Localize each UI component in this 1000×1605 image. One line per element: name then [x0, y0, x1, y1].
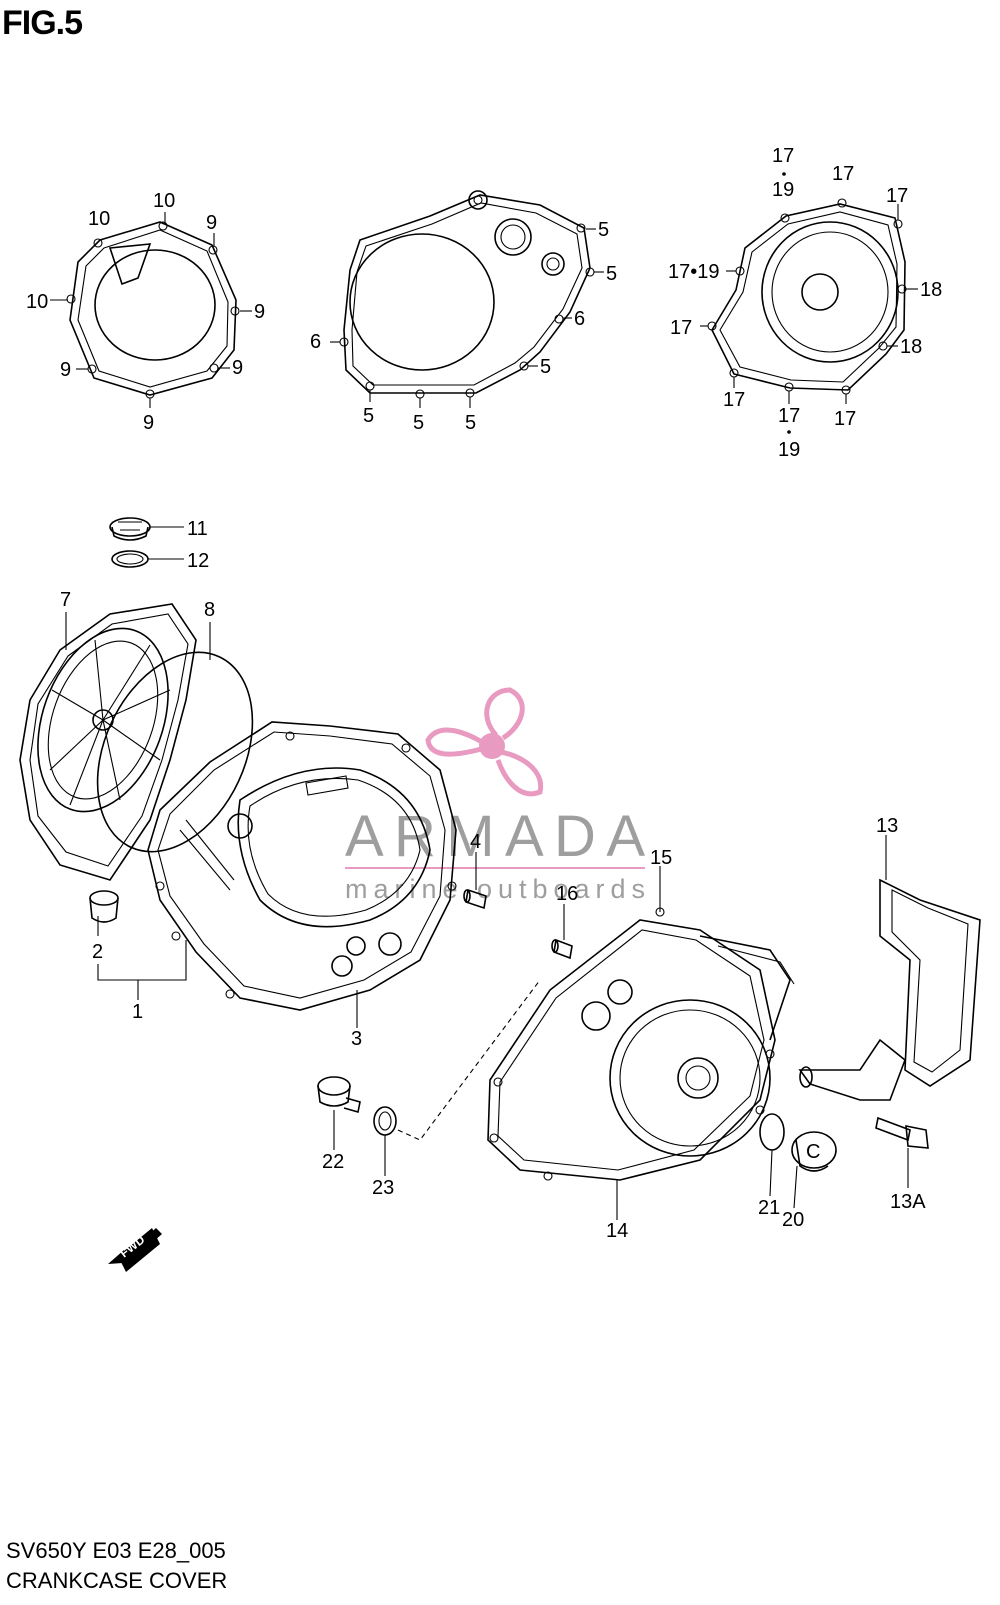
callout-13a: 13A [890, 1191, 926, 1213]
callout-19: 19 [778, 439, 800, 461]
timing-plug-part: C [791, 1131, 837, 1172]
callout-17: 17 [834, 408, 856, 430]
gasket-washer-part [373, 1106, 397, 1136]
figure-title: FIG.5 [2, 4, 83, 42]
drain-bolt-part [317, 1076, 361, 1114]
callout-14: 14 [606, 1220, 628, 1242]
o-ring-part [111, 550, 149, 568]
callout-5: 5 [540, 356, 551, 378]
callout-1: 1 [132, 1001, 143, 1023]
callout-18: 18 [900, 336, 922, 358]
callout-17: 17 [772, 145, 794, 167]
callout-17-19: 17•19 [668, 261, 720, 283]
callout-5: 5 [606, 263, 617, 285]
generator-cover-gasket [707, 198, 907, 395]
callout-18: 18 [920, 279, 942, 301]
callout-9: 9 [60, 359, 71, 381]
model-code: SV650Y E03 E28_005 [6, 1538, 226, 1563]
clutch-cover-o-ring-part [96, 651, 254, 853]
dowel-pin-part [463, 888, 487, 910]
callout-22: 22 [322, 1151, 344, 1173]
callout-13: 13 [876, 815, 898, 837]
dowel-pin-part-2 [551, 938, 573, 960]
callout-9: 9 [254, 301, 265, 323]
watermark-brand: ARMADA [345, 804, 645, 869]
callout-9: 9 [232, 357, 243, 379]
callout-8: 8 [204, 599, 215, 621]
callout-11: 11 [187, 518, 208, 540]
callout-7: 7 [60, 589, 71, 611]
callout-17: 17 [778, 405, 800, 427]
plug-part [89, 890, 119, 923]
callout-21: 21 [758, 1197, 780, 1219]
callout-10: 10 [88, 208, 110, 230]
clutch-cover-gasket [66, 221, 240, 399]
callout-5: 5 [363, 405, 374, 427]
crankcase-cover-gasket [339, 190, 595, 399]
callout-10: 10 [26, 291, 48, 313]
callout-19: 19 [772, 179, 794, 201]
callout-5: 5 [598, 219, 609, 241]
leader-lines [50, 204, 918, 1220]
callout-17: 17 [723, 389, 745, 411]
callout-12: 12 [187, 550, 209, 572]
callout-6: 6 [310, 331, 321, 353]
watermark-tagline: marine outboards [345, 874, 645, 904]
callout-4: 4 [470, 831, 481, 853]
callout-17: 17 [832, 163, 854, 185]
section-name: CRANKCASE COVER [6, 1568, 228, 1593]
clutch-outer-cover-part [19, 603, 197, 881]
callout-20: 20 [782, 1209, 804, 1231]
callout-17: 17 [670, 317, 692, 339]
propeller-logo-icon [425, 687, 544, 797]
callout-23: 23 [372, 1177, 394, 1199]
callout-5: 5 [465, 412, 476, 434]
bracket-bolt-part [875, 1116, 929, 1149]
callout-15: 15 [650, 847, 672, 869]
callout-labels: 10 10 10 9 9 9 9 9 5 5 6 5 6 5 5 5 17 19… [26, 145, 942, 1242]
clutch-cover-body-part [147, 721, 457, 1011]
plug-o-ring-part [759, 1113, 785, 1151]
callout-6: 6 [574, 308, 585, 330]
callout-5: 5 [413, 412, 424, 434]
bracket-part [798, 878, 981, 1101]
callout-9: 9 [206, 212, 217, 234]
callout-16: 16 [556, 883, 578, 905]
oil-filler-cap-part [109, 517, 151, 541]
callout-9: 9 [143, 412, 154, 434]
generator-cover-part [487, 907, 795, 1181]
callout-3: 3 [351, 1028, 362, 1050]
svg-text:C: C [806, 1141, 820, 1163]
callout-10: 10 [153, 190, 175, 212]
callout-17: 17 [886, 185, 908, 207]
forward-direction-arrow-icon: FWD [108, 1228, 162, 1272]
callout-2: 2 [92, 941, 103, 963]
